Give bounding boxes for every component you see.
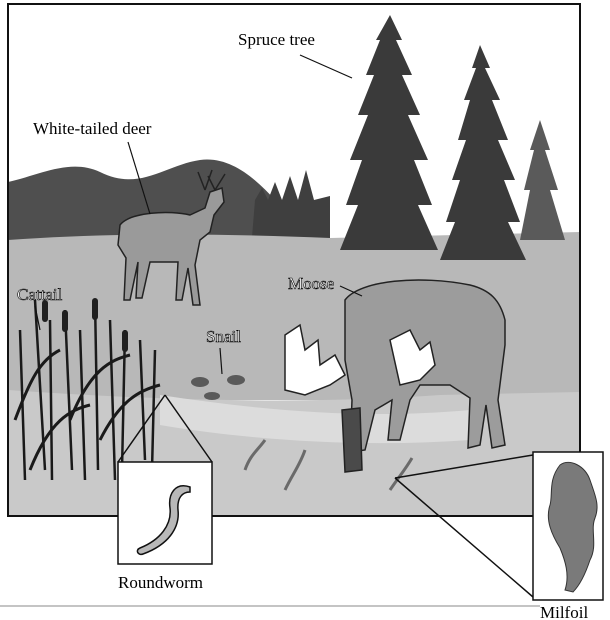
label-white-tailed-deer: White-tailed deer (33, 119, 152, 138)
label-spruce-tree: Spruce tree (238, 30, 315, 49)
label-milfoil: Milfoil (540, 603, 588, 620)
label-moose: Moose (288, 274, 334, 293)
roundworm-inset (118, 462, 212, 564)
label-snail: Snail (206, 327, 241, 346)
label-roundworm: Roundworm (118, 573, 203, 592)
label-cattail: Cattail (17, 285, 63, 304)
